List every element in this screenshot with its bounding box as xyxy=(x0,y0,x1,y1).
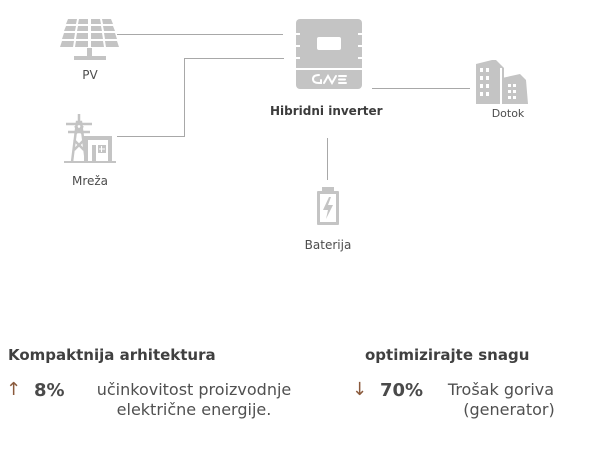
buildings-icon xyxy=(476,60,528,104)
fuel-cost-value: 70% xyxy=(380,380,424,401)
load-label: Dotok xyxy=(491,107,525,120)
power-grid-icon xyxy=(64,114,116,163)
grid-connector-line-h1 xyxy=(117,136,185,137)
feature-heading-optimize: optimizirajte snagu xyxy=(365,346,530,364)
load-connector-line xyxy=(372,88,470,89)
grid-connector-line-h2 xyxy=(184,58,284,59)
pv-connector-line xyxy=(117,34,283,35)
inverter-node: Hibridni inverter xyxy=(262,18,402,128)
grid-node: Mreža xyxy=(60,112,120,188)
arrow-down-icon: ↓ xyxy=(352,379,368,400)
inverter-icon xyxy=(295,19,363,89)
pv-label: PV xyxy=(82,68,98,82)
fuel-cost-text-line2: (generator) xyxy=(463,400,555,419)
feature-heading-architecture: Kompaktnija arhitektura xyxy=(8,346,216,364)
solar-panel-icon xyxy=(60,19,119,60)
load-node: Dotok xyxy=(472,58,544,128)
grid-connector-line-v xyxy=(184,58,185,137)
efficiency-text-line1: učinkovitost proizvodnje xyxy=(96,380,292,399)
battery-icon xyxy=(317,187,339,225)
fuel-cost-text-line1: Trošak goriva xyxy=(447,380,555,399)
efficiency-text: učinkovitost proizvodnje električne ener… xyxy=(76,380,312,420)
pv-node: PV xyxy=(60,14,120,86)
efficiency-text-line2: električne energije. xyxy=(116,400,272,419)
inverter-label: Hibridni inverter xyxy=(270,104,383,118)
fuel-cost-text: Trošak goriva (generator) xyxy=(436,380,566,420)
efficiency-value: 8% xyxy=(34,380,65,401)
arrow-up-icon: ↑ xyxy=(6,379,22,400)
battery-node: Baterija xyxy=(298,186,358,256)
battery-label: Baterija xyxy=(304,238,352,252)
battery-connector-line xyxy=(327,138,328,180)
grid-label: Mreža xyxy=(71,174,109,188)
